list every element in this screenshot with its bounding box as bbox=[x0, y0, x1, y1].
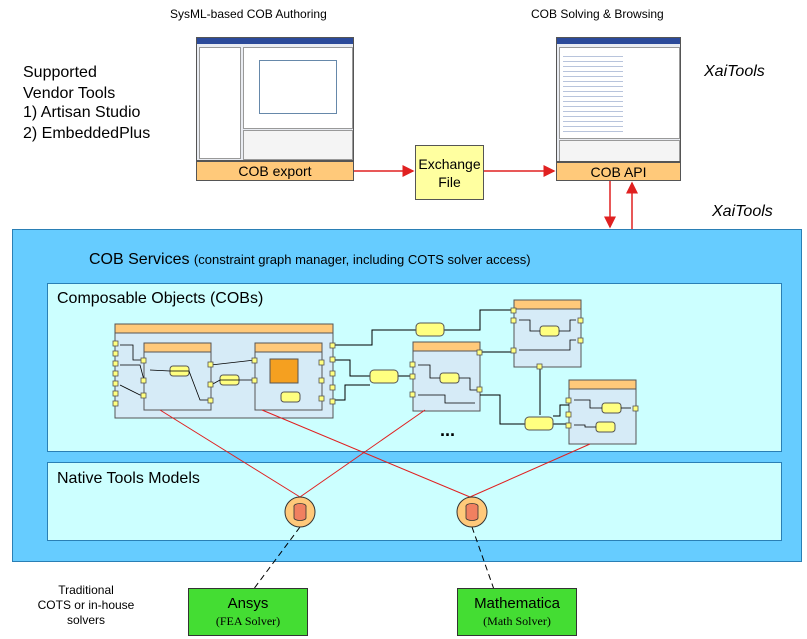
exchange-line-2: File bbox=[438, 173, 461, 190]
cob-services-heading: COB Services bbox=[89, 251, 190, 268]
vendor-item-2: 2) EmbeddedPlus bbox=[23, 125, 151, 142]
ansys-name: Ansys bbox=[227, 595, 269, 612]
exchange-line-1: Exchange bbox=[418, 155, 481, 172]
link-object-2 bbox=[369, 369, 399, 384]
cob-services-title: COB Services (constraint graph manager, … bbox=[89, 251, 531, 269]
exchange-file-box: Exchange File bbox=[415, 145, 484, 200]
cob-connections bbox=[333, 309, 569, 425]
cob-api-label: COB API bbox=[590, 163, 647, 180]
authoring-title: SysML-based COB Authoring bbox=[170, 7, 327, 21]
cob-ports bbox=[112, 307, 639, 429]
traditional-line-3: solvers bbox=[66, 613, 105, 627]
cob-block-large bbox=[114, 323, 334, 419]
native-model-mathematica bbox=[456, 496, 488, 528]
cob-block-middle bbox=[412, 341, 481, 412]
vendor-item-1: 1) Artisan Studio bbox=[23, 104, 141, 121]
ansys-sub: (FEA Solver) bbox=[215, 614, 281, 628]
mathematica-solver-box: Mathematica (Math Solver) bbox=[457, 588, 577, 636]
model-links bbox=[159, 409, 591, 498]
native-models-panel bbox=[47, 462, 782, 541]
link-object-3 bbox=[524, 416, 554, 431]
cobs-ellipsis: ... bbox=[440, 420, 456, 440]
cob-block-top-right bbox=[513, 299, 582, 368]
xaitools-label-mid: XaiTools bbox=[712, 203, 773, 220]
cob-api-bar: COB API bbox=[556, 162, 681, 181]
cobs-panel-title: Composable Objects (COBs) bbox=[57, 290, 264, 307]
cob-block-bottom-right bbox=[568, 379, 637, 445]
solving-screenshot bbox=[556, 37, 681, 162]
native-model-ansys bbox=[284, 496, 316, 528]
mathematica-sub: (Math Solver) bbox=[483, 614, 551, 628]
traditional-line-1: Traditional bbox=[58, 583, 114, 597]
cob-export-label: COB export bbox=[238, 163, 312, 179]
cob-services-subtitle: (constraint graph manager, including COT… bbox=[193, 252, 531, 267]
authoring-screenshot bbox=[196, 37, 354, 161]
mathematica-name: Mathematica bbox=[474, 595, 560, 612]
ansys-solver-box: Ansys (FEA Solver) bbox=[188, 588, 308, 636]
solving-title: COB Solving & Browsing bbox=[531, 7, 664, 21]
traditional-label: Traditional COTS or in-house solvers bbox=[14, 583, 158, 628]
native-models-title: Native Tools Models bbox=[57, 470, 200, 487]
dashed-link-ansys bbox=[246, 526, 301, 599]
link-object-1 bbox=[415, 322, 445, 337]
cob-export-bar: COB export bbox=[196, 161, 354, 181]
xaitools-label-top: XaiTools bbox=[704, 63, 765, 80]
traditional-line-2: COTS or in-house bbox=[37, 598, 135, 612]
vendor-heading: Supported Vendor Tools bbox=[23, 64, 116, 102]
dashed-link-mathematica bbox=[471, 526, 498, 599]
